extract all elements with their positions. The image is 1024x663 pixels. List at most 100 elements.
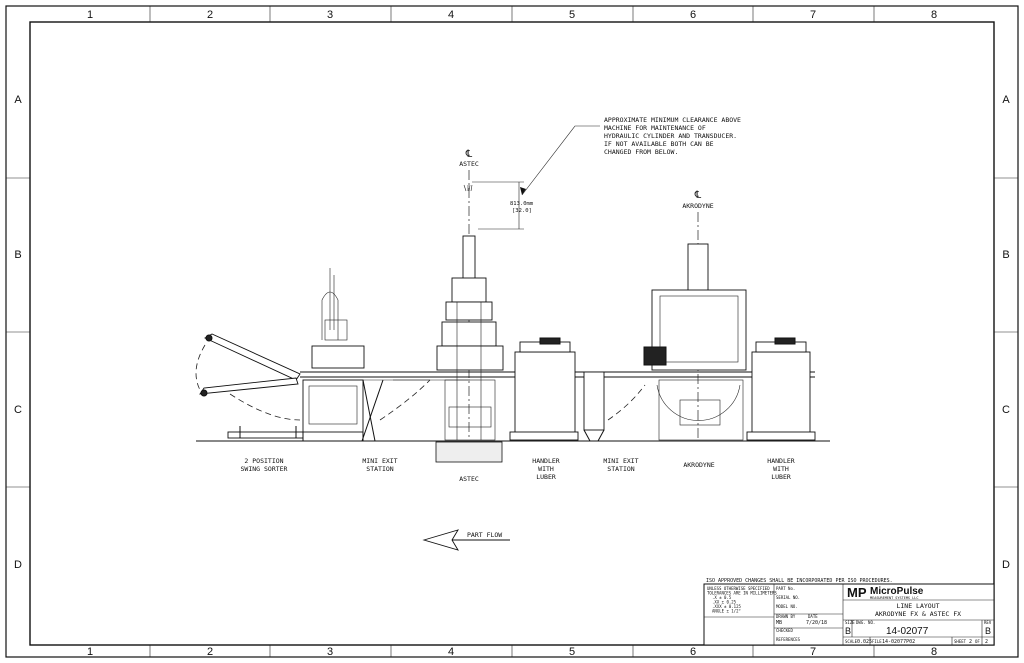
row-label: B	[14, 249, 21, 261]
drawn-label: DRAWN BY	[776, 614, 796, 619]
note-line: IF NOT AVAILABLE BOTH CAN BE	[604, 140, 714, 148]
col-label: 1	[87, 646, 93, 658]
handler-with-luber-1	[509, 337, 579, 441]
tolerance-line: TOLERANCES ARE IN MILLIMETERS	[707, 591, 777, 596]
label-mini-exit-2: STATION	[607, 465, 634, 473]
tolerance-line: .XXX ± 0.125	[712, 604, 741, 609]
row-label: C	[14, 404, 22, 416]
flow-label: PART FLOW	[467, 531, 502, 539]
dimension-sub: [32.0]	[512, 208, 532, 214]
part-flow-arrow: PART FLOW	[422, 529, 510, 551]
label-mini-exit-1: MINI EXIT	[362, 457, 397, 465]
label-swing-sorter: 2 POSITION	[244, 457, 283, 465]
size-label: SIZE	[845, 620, 855, 625]
serial-label: SERIAL NO.	[776, 595, 800, 600]
centerline-symbol: ℄	[465, 149, 473, 160]
centerline-symbol: ℄	[694, 190, 702, 201]
drawn-value: MB	[776, 620, 782, 626]
rev-value: B	[985, 626, 991, 636]
label-handler-2: HANDLER	[767, 457, 794, 465]
label-mini-exit-1: STATION	[366, 465, 393, 473]
tolerance-line: .XX ± 0.25	[712, 600, 737, 605]
note-leader	[521, 125, 600, 196]
file-label: FILE	[872, 639, 882, 644]
row-label: B	[1002, 249, 1009, 261]
outer-border	[5, 5, 1019, 658]
tolerance-line: UNLESS OTHERWISE SPECIFIED	[707, 586, 770, 591]
file-value: 14-02077P02	[882, 639, 915, 645]
sheet-of: OF	[975, 639, 980, 644]
col-label: 5	[569, 9, 575, 21]
dimension-value: 813.0mm	[510, 201, 534, 207]
company-name: MicroPulse	[870, 586, 924, 597]
astec-machine	[435, 235, 504, 463]
checked-label: CHECKED	[776, 628, 793, 633]
label-handler-2: LUBER	[771, 473, 791, 481]
foundation-pit	[435, 441, 503, 463]
row-label: A	[1002, 94, 1010, 106]
col-label: 7	[810, 646, 816, 658]
title-block: ISO APPROVED CHANGES SHALL BE INCORPORAT…	[703, 578, 995, 646]
inner-border	[29, 21, 995, 646]
scale-label: SCALE	[845, 639, 858, 644]
row-labels: A B C D A B C D	[14, 94, 1010, 571]
company-logo: MP MicroPulse MEASUREMENT SYSTEMS LLC	[847, 585, 924, 600]
note-line: APPROXIMATE MINIMUM CLEARANCE ABOVE	[604, 116, 741, 124]
logo-mark: MP	[847, 585, 867, 600]
centerline-label-astec: ASTEC	[459, 160, 479, 168]
col-label: 3	[327, 646, 333, 658]
row-label: D	[14, 559, 22, 571]
dwg-no-value: 14-02077	[886, 626, 929, 637]
col-label: 5	[569, 646, 575, 658]
references-label: REFERENCES	[776, 637, 801, 642]
sheet-total: 2	[985, 639, 988, 645]
title-line: AKRODYNE FX & ASTEC FX	[875, 610, 961, 618]
col-label: 6	[690, 9, 696, 21]
note-line: HYDRAULIC CYLINDER AND TRANSDUCER.	[604, 132, 737, 140]
note-line: MACHINE FOR MAINTENANCE OF	[604, 124, 706, 132]
company-sub: MEASUREMENT SYSTEMS LLC	[870, 596, 918, 600]
scale-value: 0.025	[857, 639, 872, 645]
col-label: 4	[448, 646, 454, 658]
label-handler-1: WITH	[538, 465, 554, 473]
date-label: DATE	[808, 614, 818, 619]
akrodyne-machine	[643, 243, 747, 441]
centerline-label-akrodyne: AKRODYNE	[682, 202, 713, 210]
tolerance-block: UNLESS OTHERWISE SPECIFIED TOLERANCES AR…	[707, 586, 777, 614]
handler-with-luber-2	[746, 337, 816, 441]
label-handler-1: LUBER	[536, 473, 556, 481]
label-astec: ASTEC	[459, 475, 479, 483]
part-no-label: PART No.	[776, 586, 795, 591]
tolerance-line: ANGLE ± 1/2°	[712, 609, 741, 614]
title-fields: PART No. SERIAL NO. MODEL NO. DRAWN BY M…	[776, 586, 992, 645]
swing-sorter	[195, 268, 365, 441]
date-value: 7/20/18	[806, 620, 827, 626]
label-akrodyne: AKRODYNE	[683, 461, 714, 469]
sheet-label: SHEET	[954, 639, 967, 644]
note-line: CHANGED FROM BELOW.	[604, 148, 678, 156]
col-label: 3	[327, 9, 333, 21]
hook-icon	[463, 184, 473, 192]
row-label: D	[1002, 559, 1010, 571]
column-labels-bottom: 1 2 3 4 5 6 7 8	[87, 646, 937, 658]
dwg-no-label: DWG. NO.	[856, 620, 875, 625]
col-label: 2	[207, 9, 213, 21]
rev-label: REV	[984, 620, 992, 625]
col-label: 1	[87, 9, 93, 21]
label-handler-1: HANDLER	[532, 457, 559, 465]
leader-arrowhead	[520, 187, 526, 195]
mini-exit-station-1	[361, 379, 431, 442]
row-label: C	[1002, 404, 1010, 416]
size-value: B	[845, 626, 851, 636]
col-label: 4	[448, 9, 454, 21]
column-labels-top: 1 2 3 4 5 6 7 8	[87, 9, 937, 21]
col-label: 7	[810, 9, 816, 21]
model-label: MODEL NO.	[776, 604, 798, 609]
iso-note: ISO APPROVED CHANGES SHALL BE INCORPORAT…	[706, 578, 893, 584]
col-label: 2	[207, 646, 213, 658]
label-handler-2: WITH	[773, 465, 789, 473]
clearance-dimension: 813.0mm [32.0]	[472, 181, 534, 230]
title-block-frame	[703, 583, 995, 646]
zone-ticks	[6, 6, 1018, 657]
